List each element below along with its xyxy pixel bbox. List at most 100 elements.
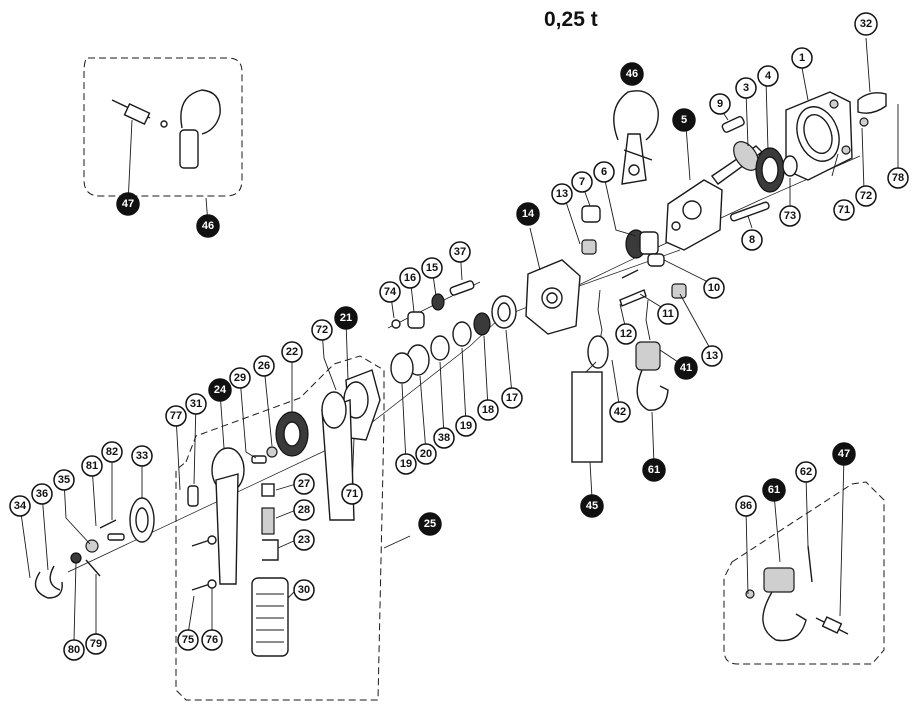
assembly-61-outline	[723, 481, 885, 665]
svg-text:1: 1	[799, 52, 805, 64]
svg-text:80: 80	[68, 644, 80, 656]
assembly-25-outline	[175, 355, 385, 701]
callout-82: 82	[101, 441, 123, 463]
svg-text:79: 79	[90, 638, 102, 650]
diagram-title: 0,25 t	[544, 8, 598, 31]
lever-24	[211, 447, 245, 585]
callout-6: 6	[593, 161, 615, 183]
callout-35: 35	[53, 469, 75, 491]
callout-13a: 13	[551, 183, 573, 205]
callout-33: 33	[131, 445, 153, 467]
callout-17: 17	[501, 387, 523, 409]
svg-text:25: 25	[424, 518, 436, 530]
washer-19b	[390, 352, 414, 384]
callout-22: 22	[281, 341, 303, 363]
callout-46b: 46	[196, 214, 220, 238]
callout-76: 76	[201, 629, 223, 651]
svg-text:30: 30	[298, 584, 310, 596]
spring-13	[581, 239, 597, 255]
bushing-16	[407, 311, 425, 329]
clip-23	[262, 539, 279, 561]
plate-5	[665, 179, 723, 251]
callout-8: 8	[741, 229, 763, 251]
svg-text:71: 71	[346, 488, 358, 500]
svg-text:46: 46	[202, 220, 214, 232]
svg-text:13: 13	[706, 350, 718, 362]
bushing-10	[647, 253, 665, 267]
svg-text:86: 86	[740, 500, 752, 512]
callout-24: 24	[208, 378, 232, 402]
svg-text:74: 74	[384, 286, 397, 298]
svg-text:22: 22	[286, 346, 298, 358]
callout-81: 81	[81, 455, 103, 477]
callout-16: 16	[399, 267, 421, 289]
bottom-hook-61-detail	[745, 545, 849, 642]
svg-text:4: 4	[765, 70, 772, 82]
callout-30: 30	[293, 579, 315, 601]
svg-text:81: 81	[86, 460, 98, 472]
callout-72a: 72	[855, 185, 877, 207]
svg-text:11: 11	[662, 308, 674, 320]
hook-assembly-46-detail	[111, 89, 221, 169]
callout-75: 75	[177, 629, 199, 651]
callout-47a: 47	[116, 192, 140, 216]
svg-text:20: 20	[420, 448, 432, 460]
callout-71a: 71	[833, 199, 855, 221]
svg-text:21: 21	[340, 312, 352, 324]
svg-text:27: 27	[298, 478, 310, 490]
svg-text:71: 71	[838, 204, 850, 216]
side-plate-1	[785, 91, 853, 181]
svg-text:16: 16	[404, 272, 416, 284]
svg-text:31: 31	[190, 398, 202, 410]
svg-text:77: 77	[170, 410, 182, 422]
handle-grip-30	[251, 577, 289, 657]
svg-text:41: 41	[680, 362, 692, 374]
svg-text:24: 24	[214, 384, 227, 396]
callout-29: 29	[229, 367, 251, 389]
callout-47b: 47	[832, 442, 856, 466]
nut-80	[70, 552, 82, 564]
callout-45: 45	[580, 494, 604, 518]
callout-9: 9	[709, 93, 731, 115]
callout-15: 15	[421, 257, 443, 279]
callout-14: 14	[516, 202, 540, 226]
svg-text:34: 34	[14, 500, 27, 512]
callout-12: 12	[615, 323, 637, 345]
cover-ring-33	[129, 497, 155, 543]
svg-text:15: 15	[426, 262, 438, 274]
callout-31: 31	[185, 393, 207, 415]
spring-15	[431, 293, 445, 311]
svg-text:62: 62	[800, 466, 812, 478]
svg-text:3: 3	[743, 82, 749, 94]
plate-14	[525, 259, 581, 335]
svg-text:29: 29	[234, 372, 246, 384]
svg-text:61: 61	[768, 484, 780, 496]
callout-80: 80	[63, 639, 85, 661]
hook-46	[613, 90, 659, 185]
callout-78: 78	[887, 167, 909, 189]
wheel-22	[275, 411, 309, 457]
load-chain	[587, 289, 651, 369]
washer-19a	[452, 321, 472, 347]
shaft-8	[729, 201, 770, 222]
ring-18	[473, 312, 491, 336]
callout-10: 10	[703, 277, 725, 299]
callout-13b: 13	[701, 345, 723, 367]
callout-7: 7	[571, 171, 593, 193]
svg-text:78: 78	[892, 172, 904, 184]
svg-text:35: 35	[58, 474, 70, 486]
svg-text:61: 61	[648, 464, 660, 476]
callout-34: 34	[9, 495, 31, 517]
spring-28	[261, 507, 275, 535]
svg-text:19: 19	[460, 420, 472, 432]
callout-25: 25	[418, 512, 442, 536]
callout-72b: 72	[311, 319, 333, 341]
assembly-46-outline	[83, 57, 243, 197]
snap-ring-34-36	[34, 565, 63, 599]
nut-26	[266, 446, 278, 458]
small-parts-35-81-82	[85, 519, 125, 553]
svg-text:72: 72	[316, 324, 328, 336]
svg-text:14: 14	[522, 208, 535, 220]
callout-79: 79	[85, 633, 107, 655]
